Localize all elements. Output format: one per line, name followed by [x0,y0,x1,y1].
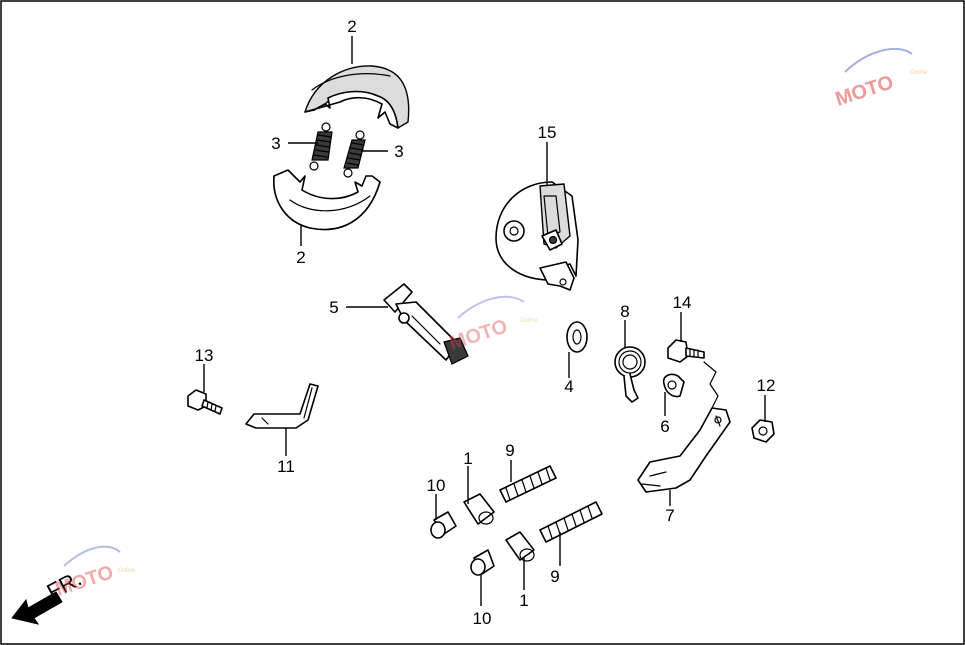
cap-bottom [470,549,495,576]
wear-indicator [662,373,685,398]
return-spring-right [343,130,366,178]
nut-12 [751,419,775,443]
callout-10-top: 10 [427,476,446,495]
brake-shoe-top [304,65,410,129]
brake-arm [637,361,731,493]
callout-4: 4 [564,377,573,396]
watermark-logo-subtext: Online [118,568,136,574]
watermark-logo-text: MOTO [447,315,511,354]
callout-13: 13 [195,346,214,365]
callout-2-bottom: 2 [296,248,305,267]
callout-9-bottom: 9 [550,567,559,586]
plunger-bottom [505,531,535,562]
callout-1-top: 1 [463,449,472,468]
stopper-bracket [245,383,319,429]
brake-shoe-bottom [273,169,381,231]
callout-3-left: 3 [271,134,280,153]
watermark-logo-text: MOTO [53,561,117,600]
return-spring-left [309,122,333,171]
callout-3-right: 3 [394,142,403,161]
watermark-center: MOTO Online [447,295,538,355]
leader-lines [203,36,766,606]
bolt-14 [667,339,705,363]
callout-12: 12 [757,376,776,395]
watermark-logo-subtext: Online [910,70,928,76]
callout-14: 14 [673,293,692,312]
callout-7: 7 [665,506,674,525]
callout-11: 11 [277,457,295,476]
watermark-logo-text: MOTO [833,71,897,110]
callout-1-bottom: 1 [519,591,528,610]
return-spring-coil [614,346,646,403]
callout-15: 15 [538,123,557,142]
plunger-top [463,493,495,525]
brake-panel [495,181,579,291]
watermark-top-right: MOTO Online [833,47,928,111]
bolt-13 [187,389,223,415]
callout-5: 5 [329,298,338,317]
callout-9-top: 9 [505,441,514,460]
spring-9-bottom [539,501,603,543]
brake-camshaft [383,283,469,365]
cap-top [430,511,457,539]
watermark-logo-subtext: Online [520,318,538,324]
felt-seal [566,321,588,353]
callout-2-top: 2 [347,17,356,36]
callout-10-bottom: 10 [473,609,492,628]
spring-9-top [499,465,557,503]
callout-6: 6 [660,417,669,436]
callout-8: 8 [620,302,629,321]
